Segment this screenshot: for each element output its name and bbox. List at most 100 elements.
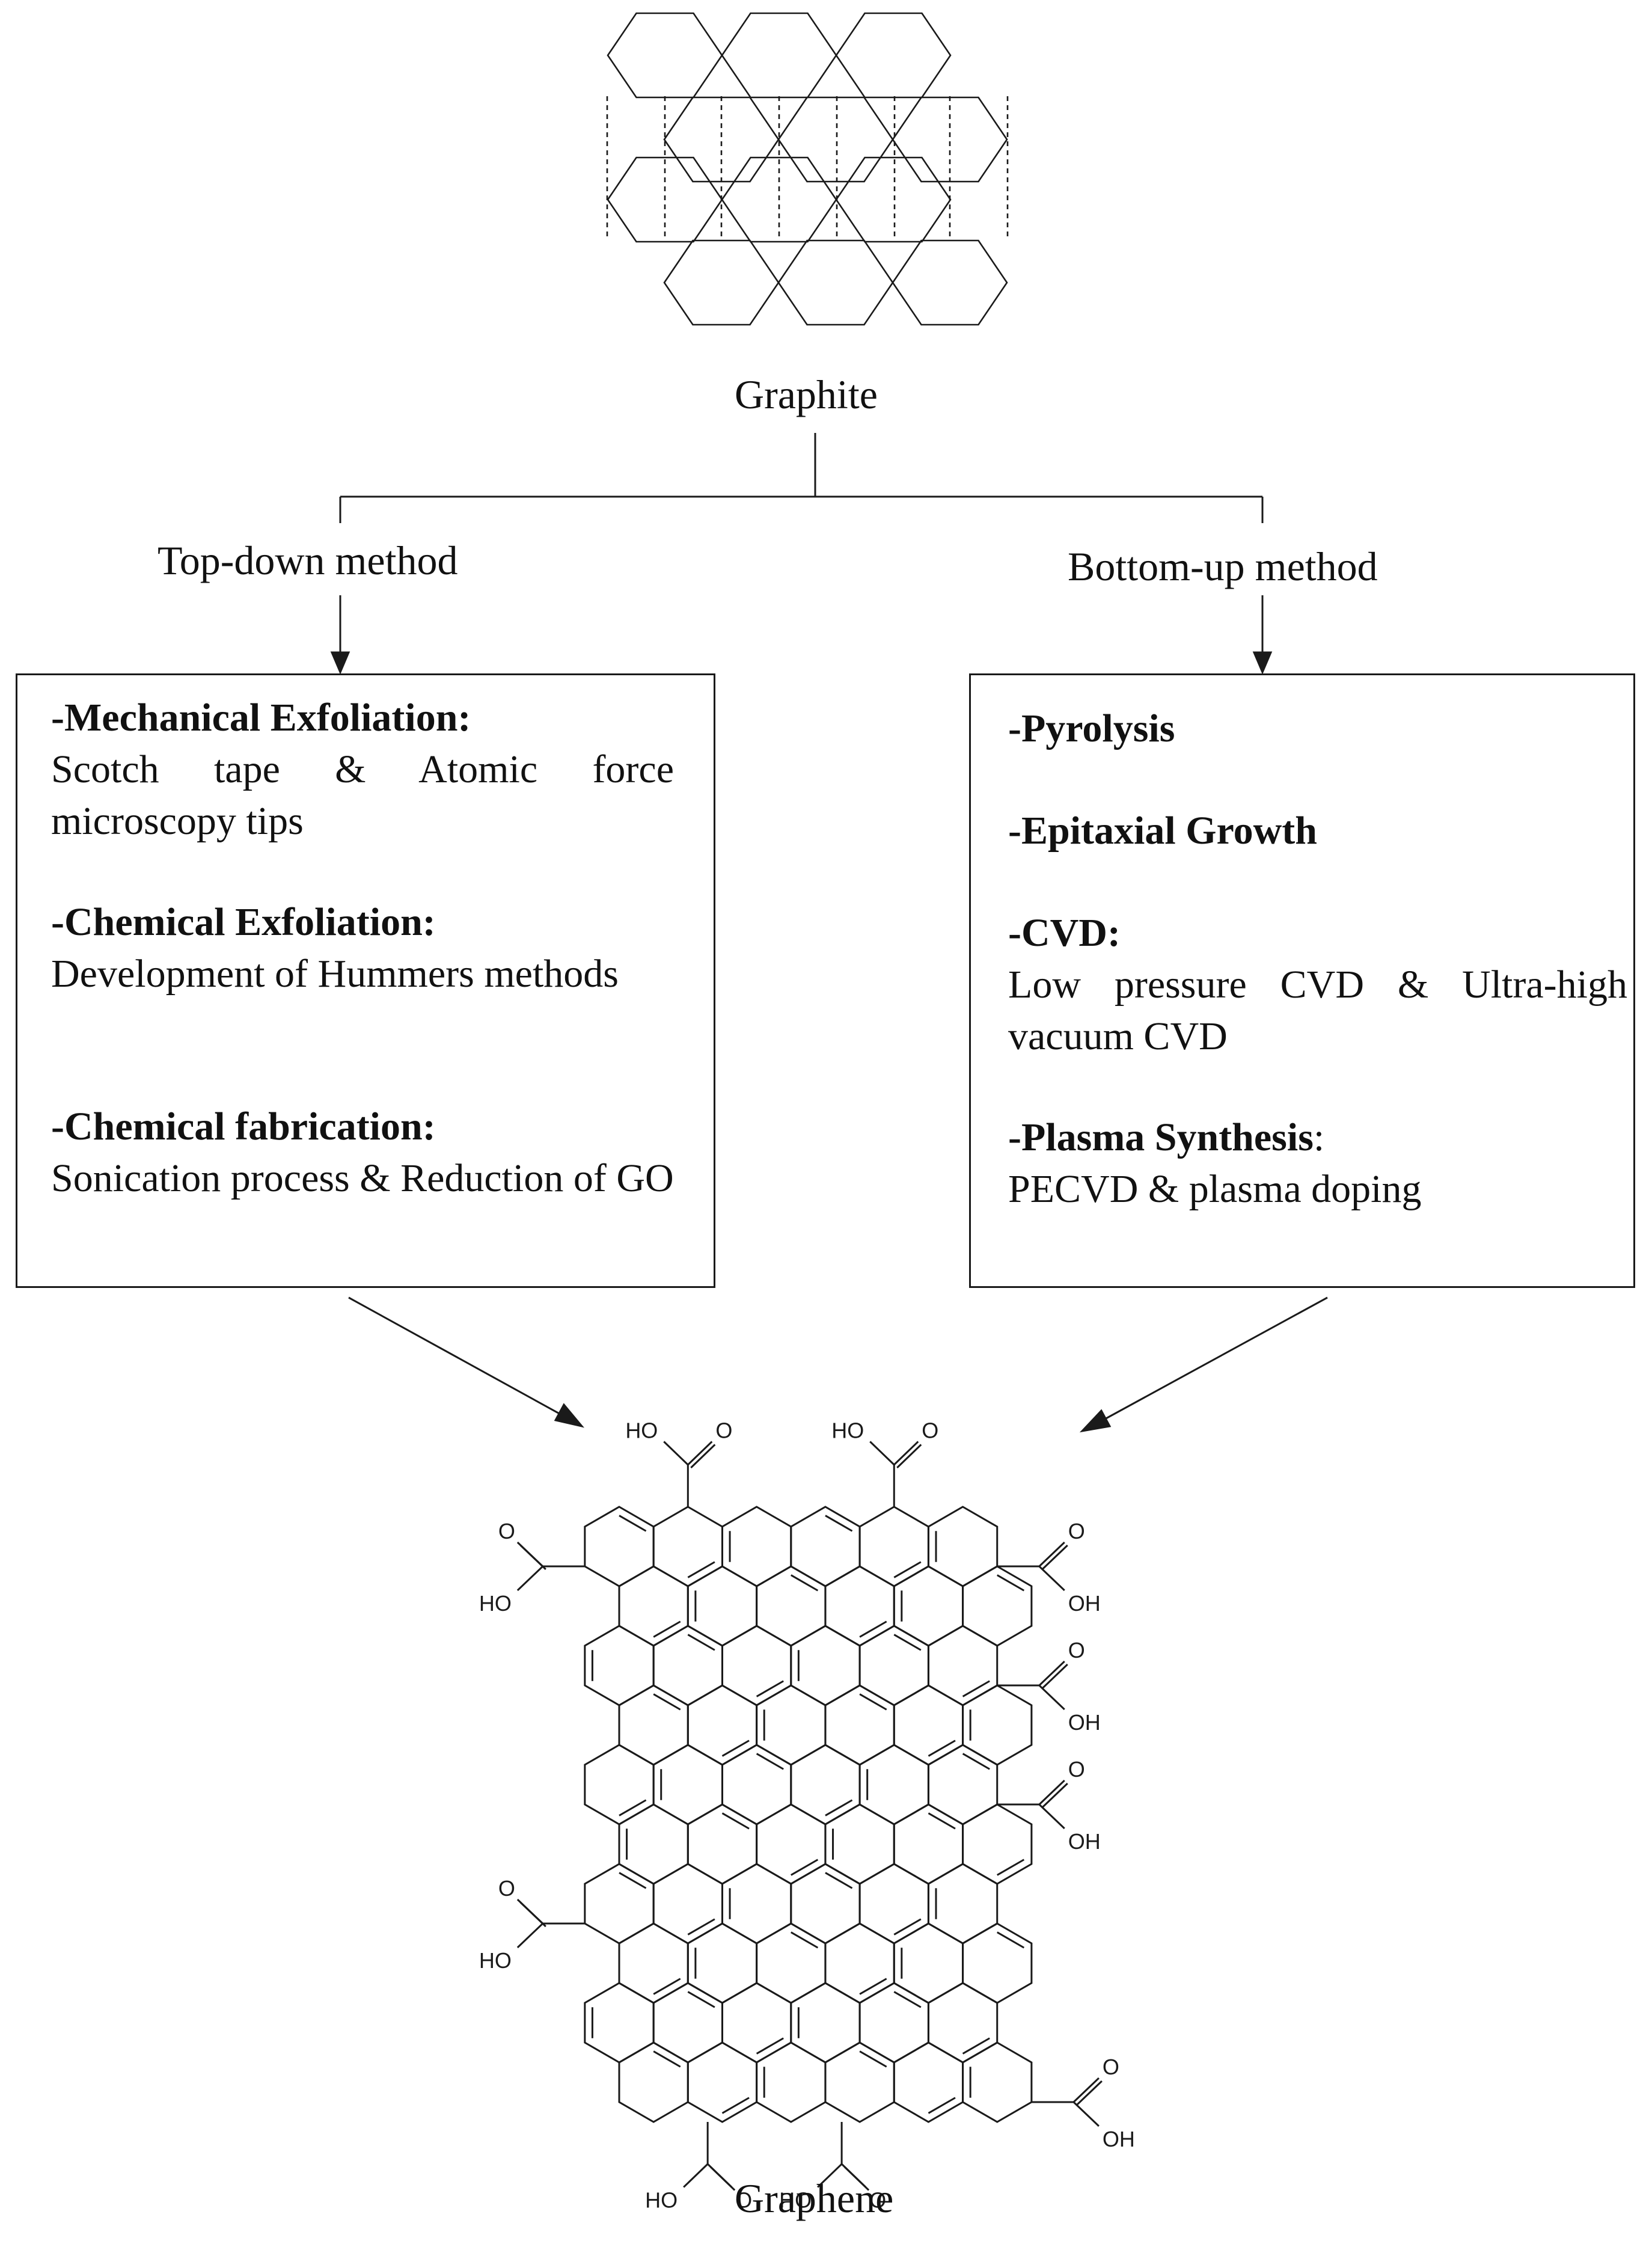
graphene-hexagon bbox=[721, 1506, 792, 1587]
double-bond bbox=[962, 1753, 990, 1770]
graphene-hexagon bbox=[756, 1684, 827, 1766]
pyrolysis-item: -Pyrolysis bbox=[1008, 703, 1627, 755]
graphene-hexagon bbox=[790, 1625, 861, 1706]
graphene-hexagon bbox=[824, 1803, 895, 1885]
double-bond bbox=[859, 2050, 887, 2068]
graphene-hexagon bbox=[652, 1863, 723, 1945]
hydroxyl-label: HO bbox=[479, 1591, 512, 1616]
top-down-box: -Mechanical Exfoliation: Scotch tape & A… bbox=[16, 673, 715, 1288]
carbonyl-double-bond bbox=[844, 2166, 870, 2191]
hydroxyl-label: HO bbox=[479, 1948, 512, 1973]
graphene-hexagon bbox=[790, 1982, 861, 2064]
oxygen-label: O bbox=[735, 2188, 752, 2213]
carbonyl-double-bond bbox=[1041, 1544, 1068, 1571]
graphene-hexagon bbox=[721, 1863, 792, 1945]
double-bond bbox=[996, 1574, 1025, 1592]
oxygen-label: O bbox=[922, 1418, 938, 1443]
double-bond bbox=[721, 1812, 750, 1830]
oxygen-label: O bbox=[715, 1418, 732, 1443]
hydroxyl-bond bbox=[516, 1922, 543, 1949]
graphene-hexagon bbox=[721, 1625, 792, 1706]
oxygen-label: O bbox=[1068, 1638, 1085, 1663]
graphene-hexagon bbox=[584, 1982, 655, 2064]
double-bond bbox=[791, 1859, 819, 1876]
graphene-hexagon bbox=[721, 1982, 792, 2064]
graphene-hexagon bbox=[652, 1744, 723, 1825]
double-bond bbox=[687, 1634, 715, 1651]
hydroxyl-bond bbox=[1038, 1684, 1065, 1711]
hydroxyl-label: OH bbox=[1068, 1829, 1101, 1854]
item-heading: -Chemical Exfoliation: bbox=[51, 900, 436, 944]
graphene-hexagon bbox=[721, 1744, 792, 1825]
double-bond bbox=[619, 1515, 647, 1532]
graphene-hexagon bbox=[893, 1684, 964, 1766]
hydroxyl-label: OH bbox=[1068, 1591, 1101, 1616]
graphite-hexagon bbox=[892, 239, 1008, 326]
graphene-hexagon bbox=[962, 2041, 1033, 2123]
double-bond bbox=[928, 1812, 956, 1830]
double-bond bbox=[791, 1931, 819, 1949]
carbonyl-double-bond bbox=[519, 1544, 546, 1571]
graphene-hexagon bbox=[790, 1506, 861, 1587]
right-to-graphene-arrow bbox=[1085, 1296, 1328, 1431]
double-bond bbox=[962, 1680, 990, 1697]
double-bond bbox=[996, 1859, 1025, 1876]
oxygen-label: O bbox=[1103, 2055, 1119, 2079]
graphene-hexagon bbox=[962, 1922, 1033, 2004]
graphene-hexagon bbox=[824, 2041, 895, 2123]
hydroxyl-label: HO bbox=[779, 2188, 812, 2213]
graphene-hexagon bbox=[756, 1922, 827, 2004]
double-bond bbox=[721, 1740, 750, 1757]
item-heading: -Pyrolysis bbox=[1008, 707, 1175, 750]
bottom-up-box: -Pyrolysis -Epitaxial Growth -CVD: Low p… bbox=[969, 673, 1635, 1288]
graphene-hexagon bbox=[962, 1684, 1033, 1766]
chemical-exfoliation-item: -Chemical Exfoliation: Development of Hu… bbox=[51, 897, 674, 1000]
graphene-hexagon bbox=[687, 1803, 758, 1885]
carbonyl-double-bond bbox=[690, 1444, 716, 1469]
graphene-hexagon bbox=[893, 1565, 964, 1647]
hydroxyl-label: OH bbox=[1068, 1710, 1101, 1735]
carbonyl-double-bond bbox=[1041, 1782, 1068, 1809]
graphene-hexagon bbox=[824, 1922, 895, 2004]
epitaxial-growth-item: -Epitaxial Growth bbox=[1008, 805, 1627, 857]
item-text: Scotch tape & Atomic force microscopy ti… bbox=[51, 747, 674, 843]
hydroxyl-bond bbox=[817, 2163, 843, 2188]
graphene-hexagon bbox=[618, 1803, 689, 1885]
graphene-hexagon bbox=[756, 2041, 827, 2123]
double-bond bbox=[653, 1978, 681, 1995]
double-bond bbox=[756, 1680, 784, 1697]
hydroxyl-label: OH bbox=[1103, 2127, 1135, 2151]
item-text: Development of Hummers methods bbox=[51, 952, 619, 996]
graphene-hexagon bbox=[824, 1565, 895, 1647]
graphene-hexagon bbox=[927, 1982, 999, 2064]
graphene-hexagon bbox=[927, 1863, 999, 1945]
item-text: Sonication process & Reduction of GO bbox=[51, 1156, 674, 1200]
double-bond bbox=[687, 1918, 715, 1936]
carbonyl-bond bbox=[1038, 1779, 1065, 1806]
graphene-hexagon bbox=[584, 1625, 655, 1706]
graphene-hexagon bbox=[893, 2041, 964, 2123]
double-bond bbox=[653, 1620, 681, 1638]
graphene-hexagon bbox=[927, 1506, 999, 1587]
double-bond bbox=[996, 1931, 1025, 1949]
double-bond bbox=[893, 1991, 922, 2008]
hydroxyl-label: HO bbox=[645, 2188, 678, 2213]
graphene-hexagon bbox=[962, 1565, 1033, 1647]
graphene-hexagon bbox=[687, 1684, 758, 1766]
item-heading: -CVD: bbox=[1008, 911, 1121, 955]
carbonyl-bond bbox=[1038, 1660, 1065, 1687]
graphene-hexagon bbox=[756, 1565, 827, 1647]
item-heading-line: -Plasma Synthesis: bbox=[1008, 1112, 1627, 1163]
graphene-label: Graphene bbox=[735, 2175, 894, 2221]
graphene-hexagon bbox=[618, 1565, 689, 1647]
hydroxyl-bond bbox=[516, 1565, 543, 1592]
bottom-up-title: Bottom-up method bbox=[1068, 544, 1378, 589]
graphene-hexagon bbox=[618, 1684, 689, 1766]
carbonyl-bond bbox=[687, 1441, 713, 1466]
hydroxyl-bond bbox=[1038, 1565, 1065, 1592]
item-text: PECVD & plasma doping bbox=[1008, 1167, 1422, 1211]
graphite-label: Graphite bbox=[735, 372, 878, 417]
carbonyl-double-bond bbox=[1041, 1663, 1068, 1690]
graphene-hexagon bbox=[652, 1625, 723, 1706]
